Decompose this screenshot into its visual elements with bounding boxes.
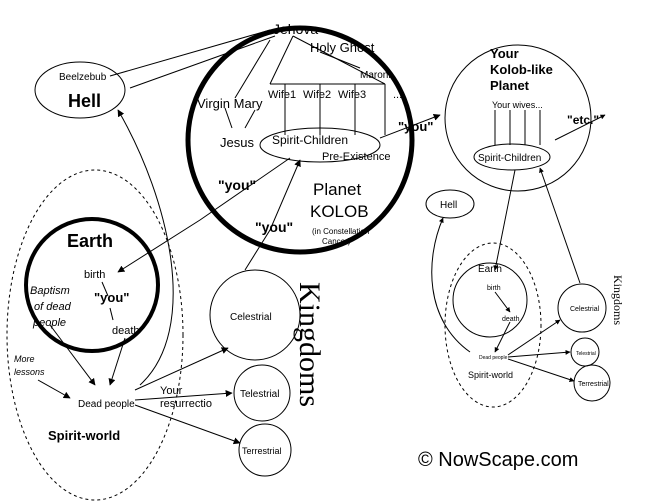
your-label-1: Your (490, 46, 519, 61)
more-lessons-label-2: lessons (14, 367, 45, 377)
resurrection-label: resurrectio (160, 398, 212, 410)
copyright-label: © NowScape.com (418, 449, 578, 471)
planet-kolob-circle (185, 25, 415, 255)
right-death-label: death (502, 316, 520, 323)
wife2-label: Wife2 (303, 89, 331, 101)
wife3-label: Wife3 (338, 89, 366, 101)
spirit-children-label: Spirit-Children (272, 133, 348, 147)
right-diagram (425, 44, 611, 408)
right-hell-ellipse (425, 189, 475, 219)
more-lessons-label-1: More (14, 354, 35, 364)
wife1-label: Wife1 (268, 89, 296, 101)
right-celestial-circle (557, 283, 607, 333)
celestial-label: Celestrial (230, 312, 272, 323)
baptism-label-1: Baptism (30, 285, 70, 297)
dead-people-label: Dead people (78, 399, 135, 410)
you-earth-label: "you" (94, 290, 129, 305)
your-wives-label: Your wives... (492, 100, 543, 110)
baptism-label-3: people (32, 317, 66, 329)
maroni-label: Maroni (360, 70, 391, 81)
wives-dots-label: ... (393, 89, 402, 101)
right-labels: Your Kolob-like Planet Your wives... "et… (440, 46, 625, 388)
you-arrow-label: "you" (398, 119, 433, 134)
jehova-label: Jehova (273, 21, 318, 37)
cancer-label: Cancer) (322, 237, 351, 246)
planet-label-right: Planet (490, 78, 530, 93)
terrestrial-label: Terrestrial (242, 446, 282, 456)
telestial-circle (233, 364, 291, 422)
right-spirit-world-label: Spirit-world (468, 370, 513, 380)
beelzebub-label: Beelzebub (59, 72, 107, 83)
right-terrestrial-label: Terrestrial (578, 381, 609, 388)
right-birth-label: birth (487, 285, 501, 292)
your-label: Your (160, 385, 183, 397)
left-diagram (6, 25, 441, 501)
birth-label: birth (84, 269, 105, 281)
earth-circle (24, 217, 160, 353)
death-label: death (112, 325, 140, 337)
virgin-mary-label: Virgin Mary (197, 96, 263, 111)
right-earth-circle (452, 262, 528, 338)
right-spirit-children-ellipse (473, 143, 551, 171)
right-spirit-world-ellipse (444, 242, 542, 408)
right-terrestrial-circle (573, 364, 611, 402)
earth-label: Earth (67, 231, 113, 251)
spirit-world-label: Spirit-world (48, 428, 120, 443)
holy-ghost-label: Holy Ghost (310, 40, 375, 55)
right-hell-label: Hell (440, 200, 457, 211)
kolob-label: KOLOB (310, 202, 369, 221)
left-labels: Jehova Holy Ghost Maroni Beelzebub Hell … (14, 21, 433, 456)
etc-label: "etc." (567, 113, 599, 127)
kingdoms-vertical-label: Kingdoms (293, 282, 326, 407)
celestial-circle (209, 269, 301, 361)
terrestrial-circle (238, 423, 292, 477)
your-planet-circle (444, 44, 592, 192)
right-earth-label: Earth (478, 264, 502, 275)
spirit-world-ellipse (6, 169, 184, 501)
right-dead-people-label: Dead people (479, 355, 508, 361)
constellation-label: (in Constellation (312, 227, 369, 236)
you-mid-label: "you" (218, 177, 256, 193)
hell-label: Hell (68, 91, 101, 111)
baptism-label-2: of dead (34, 301, 72, 313)
right-telestial-label: Telestrial (576, 351, 596, 357)
right-celestial-label: Celestrial (570, 306, 600, 313)
kolob-like-label: Kolob-like (490, 62, 553, 77)
hell-ellipse (34, 61, 126, 119)
telestial-label: Telestrial (240, 389, 279, 400)
pre-existence-label: Pre-Existence (322, 151, 390, 163)
right-kingdoms-vertical-label: Kingdoms (611, 275, 625, 325)
planet-label: Planet (313, 180, 361, 199)
you-celestial-label: "you" (255, 219, 293, 235)
jesus-label: Jesus (220, 135, 254, 150)
right-spirit-children-label: Spirit-Children (478, 153, 541, 164)
